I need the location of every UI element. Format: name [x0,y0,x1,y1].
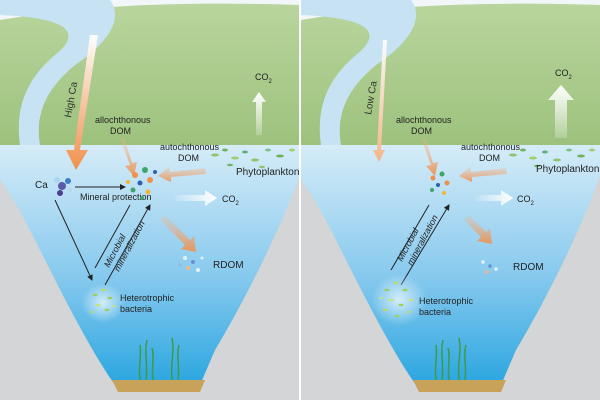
lake-water [0,145,300,385]
allochthonous-label-line1: allochthonous [396,115,452,125]
allochthonous-label-line2: DOM [411,126,432,136]
rdom-cluster [481,260,498,274]
microbial-arrow-down [390,204,430,271]
microbial-arrow-up [104,204,151,286]
co2-atmosphere-label: CO2 [555,68,573,81]
co2-water-arrow [476,190,513,206]
autochthonous-label-line1: autochthonous [461,142,521,152]
microbial-arrow-down [94,204,131,269]
panel-divider [299,0,301,400]
bacteria-glow [371,274,427,326]
river [0,0,116,145]
co2-water-arrow [175,190,217,206]
bacteria-cluster [90,288,116,313]
bacteria-label-line1: Heterotrophic [419,296,474,306]
rdom-label: RDOM [513,262,544,273]
bacteria-label-line1: Heterotrophic [120,293,175,303]
rdom-label: RDOM [213,260,244,271]
phytoplankton-cluster [509,148,595,168]
allochthonous-label-line2: DOM [110,126,131,136]
dom-cluster [430,171,450,195]
allochthonous-label-line1: allochthonous [95,115,151,125]
panel-high-ca: High Ca allochthonous DOM autochthonous … [0,0,300,400]
autochthonous-arrow [459,166,507,182]
lake-water [301,145,600,385]
ca-to-bacteria-arrow [54,199,93,281]
calcium-ion-cluster [54,177,73,196]
phytoplankton-label: Phytoplankton [536,164,599,175]
rdom-arrow [464,215,492,244]
co2-atmosphere-label: CO2 [255,72,273,85]
allochthonous-arrow [120,137,137,176]
rdom-arrow [160,215,196,252]
aquatic-plants [138,337,180,381]
river [301,0,417,145]
autochthonous-arrow [158,166,206,182]
sediment [112,380,205,392]
phytoplankton-cluster [211,148,295,169]
autochthonous-label-line2: DOM [178,153,199,163]
high-ca-arrow [66,35,98,170]
co2-water-label: CO2 [517,194,535,207]
autochthonous-label-line1: autochthonous [160,142,220,152]
aquatic-plants [434,337,467,381]
co2-release-arrow [548,85,574,138]
autochthonous-label-line2: DOM [479,153,500,163]
co2-water-label: CO2 [222,194,240,207]
panel-low-ca: Low Ca allochthonous DOM autochthonous D… [301,0,600,400]
mineral-protection-label: Mineral protection [80,192,152,202]
dom-cluster [126,167,157,200]
allochthonous-arrow [421,137,438,176]
bacteria-label-line2: bacteria [419,307,451,317]
calcium-symbol: Ca [35,180,48,191]
rdom-cluster [178,256,204,272]
sediment [413,380,506,392]
bacteria-cluster [379,281,414,318]
microbial-arrow-up [400,204,450,286]
bacteria-label-line2: bacteria [120,304,152,314]
co2-release-arrow [252,92,266,135]
phytoplankton-label: Phytoplankton [236,167,299,178]
low-ca-arrow [373,40,387,162]
